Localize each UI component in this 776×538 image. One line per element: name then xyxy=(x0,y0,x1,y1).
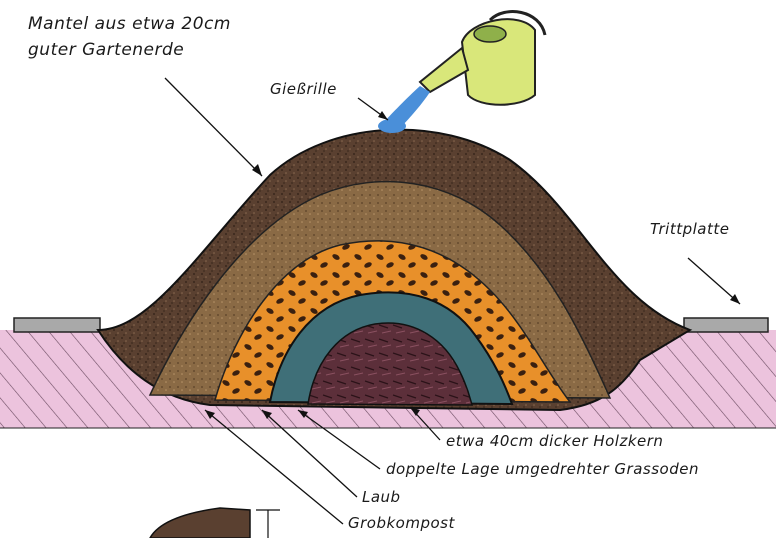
label-mantle-line1: Mantel aus etwa 20cm xyxy=(28,14,231,34)
label-leaves: Laub xyxy=(362,488,401,506)
water-puddle xyxy=(378,119,406,133)
label-wood-core: etwa 40cm dicker Holzkern xyxy=(446,432,663,450)
step-plate-left xyxy=(14,318,100,332)
label-mantle-line2: guter Gartenerde xyxy=(28,40,184,60)
partial-detail-figure xyxy=(150,508,250,538)
watering-can xyxy=(420,12,545,105)
label-step-plate: Trittplatte xyxy=(650,220,729,238)
label-sod-layer: doppelte Lage umgedrehter Grassoden xyxy=(386,460,699,478)
label-coarse-compost: Grobkompost xyxy=(348,514,455,532)
label-watering-groove: Gießrille xyxy=(270,80,337,98)
step-plate-right xyxy=(684,318,768,332)
